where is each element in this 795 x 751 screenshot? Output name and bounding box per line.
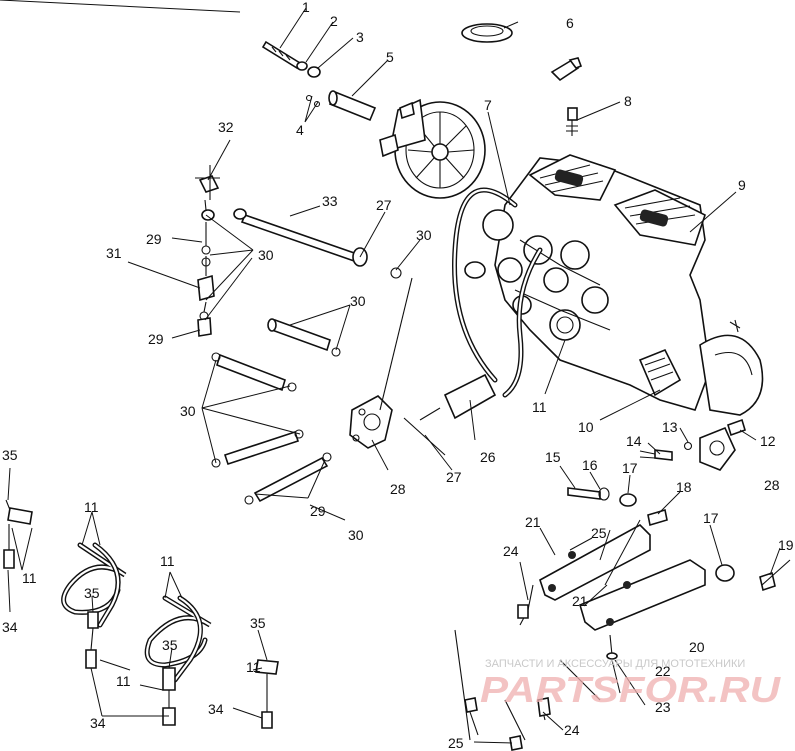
- callout-32: 32: [218, 119, 234, 135]
- callout-3: 3: [356, 29, 364, 45]
- callout-4: 4: [296, 122, 304, 138]
- callout-11d: 11: [116, 673, 131, 689]
- callout-22: 22: [655, 663, 671, 679]
- callout-30b: 30: [416, 227, 432, 243]
- callout-24a: 24: [503, 543, 519, 559]
- callout-28b: 28: [764, 477, 780, 493]
- callout-16: 16: [582, 457, 598, 473]
- watermark-caption: ЗАПЧАСТИ И АКСЕССУАРЫ ДЛЯ МОТОТЕХНИКИ: [485, 658, 745, 670]
- callout-25a: 25: [591, 525, 607, 541]
- callout-35a: 35: [2, 447, 18, 463]
- callout-6: 6: [566, 15, 574, 31]
- callout-21b: 21: [572, 593, 588, 609]
- callout-26: 26: [480, 449, 496, 465]
- callout-17b: 17: [703, 510, 719, 526]
- callout-12: 12: [760, 433, 776, 449]
- callout-19: 19: [778, 537, 794, 553]
- callout-34c: 34: [208, 701, 224, 717]
- fuel-cap: [461, 23, 513, 43]
- callout-30c: 30: [350, 293, 366, 309]
- mounting-hardware: [567, 418, 791, 592]
- fuel-fitting-parts: [261, 40, 377, 122]
- callout-30a: 30: [258, 247, 274, 263]
- callout-10: 10: [578, 419, 594, 435]
- callout-30d: 30: [180, 403, 196, 419]
- callout-35b: 35: [84, 585, 100, 601]
- callout-11a: 11: [84, 499, 99, 515]
- recoil-starter: [379, 98, 486, 199]
- callout-29a: 29: [146, 231, 162, 247]
- callout-9: 9: [738, 177, 746, 193]
- callout-23: 23: [655, 699, 671, 715]
- leader-lines: [0, 0, 781, 744]
- fuel-pump-left: [349, 395, 393, 449]
- callout-21a: 21: [525, 514, 541, 530]
- fuel-line-hoses: [211, 318, 341, 505]
- callout-35d: 35: [250, 615, 266, 631]
- callout-29c: 29: [310, 503, 326, 519]
- callout-11e: 11: [246, 659, 261, 675]
- callout-11c: 11: [160, 553, 175, 569]
- callout-15: 15: [545, 449, 561, 465]
- callout-33: 33: [322, 193, 338, 209]
- callout-11b: 11: [22, 570, 37, 586]
- callout-30e: 30: [348, 527, 364, 543]
- pulse-hoses: [379, 187, 543, 456]
- callout-24b: 24: [564, 722, 580, 738]
- callout-34a: 34: [2, 619, 18, 635]
- callout-27b: 27: [446, 469, 462, 485]
- callout-25b: 25: [448, 735, 464, 751]
- callout-7: 7: [484, 97, 492, 113]
- callout-17: 17: [622, 460, 638, 476]
- callout-5: 5: [386, 49, 394, 65]
- callout-27a: 27: [376, 197, 392, 213]
- callout-13: 13: [662, 419, 678, 435]
- callout-2: 2: [330, 13, 338, 29]
- callout-1: 1: [302, 0, 310, 15]
- fuel-line-assembly: [195, 165, 402, 337]
- engine-brackets: [454, 524, 706, 751]
- callout-11: 11: [532, 399, 547, 415]
- watermark-logo: PARTSFOR.RU: [480, 669, 781, 710]
- callout-31: 31: [106, 245, 122, 261]
- watermark: ЗАПЧАСТИ И АКСЕССУАРЫ ДЛЯ МОТОТЕХНИКИ PA…: [480, 658, 781, 710]
- spark-plug-caps: [550, 57, 583, 136]
- callout-14: 14: [626, 433, 642, 449]
- callout-20: 20: [689, 639, 705, 655]
- callout-29b: 29: [148, 331, 164, 347]
- callout-35c: 35: [162, 637, 178, 653]
- callout-34b: 34: [90, 715, 106, 731]
- callout-18: 18: [676, 479, 692, 495]
- callout-28a: 28: [390, 481, 406, 497]
- callout-8: 8: [624, 93, 632, 109]
- hose-kits: [3, 499, 279, 729]
- engine-block: [464, 154, 764, 416]
